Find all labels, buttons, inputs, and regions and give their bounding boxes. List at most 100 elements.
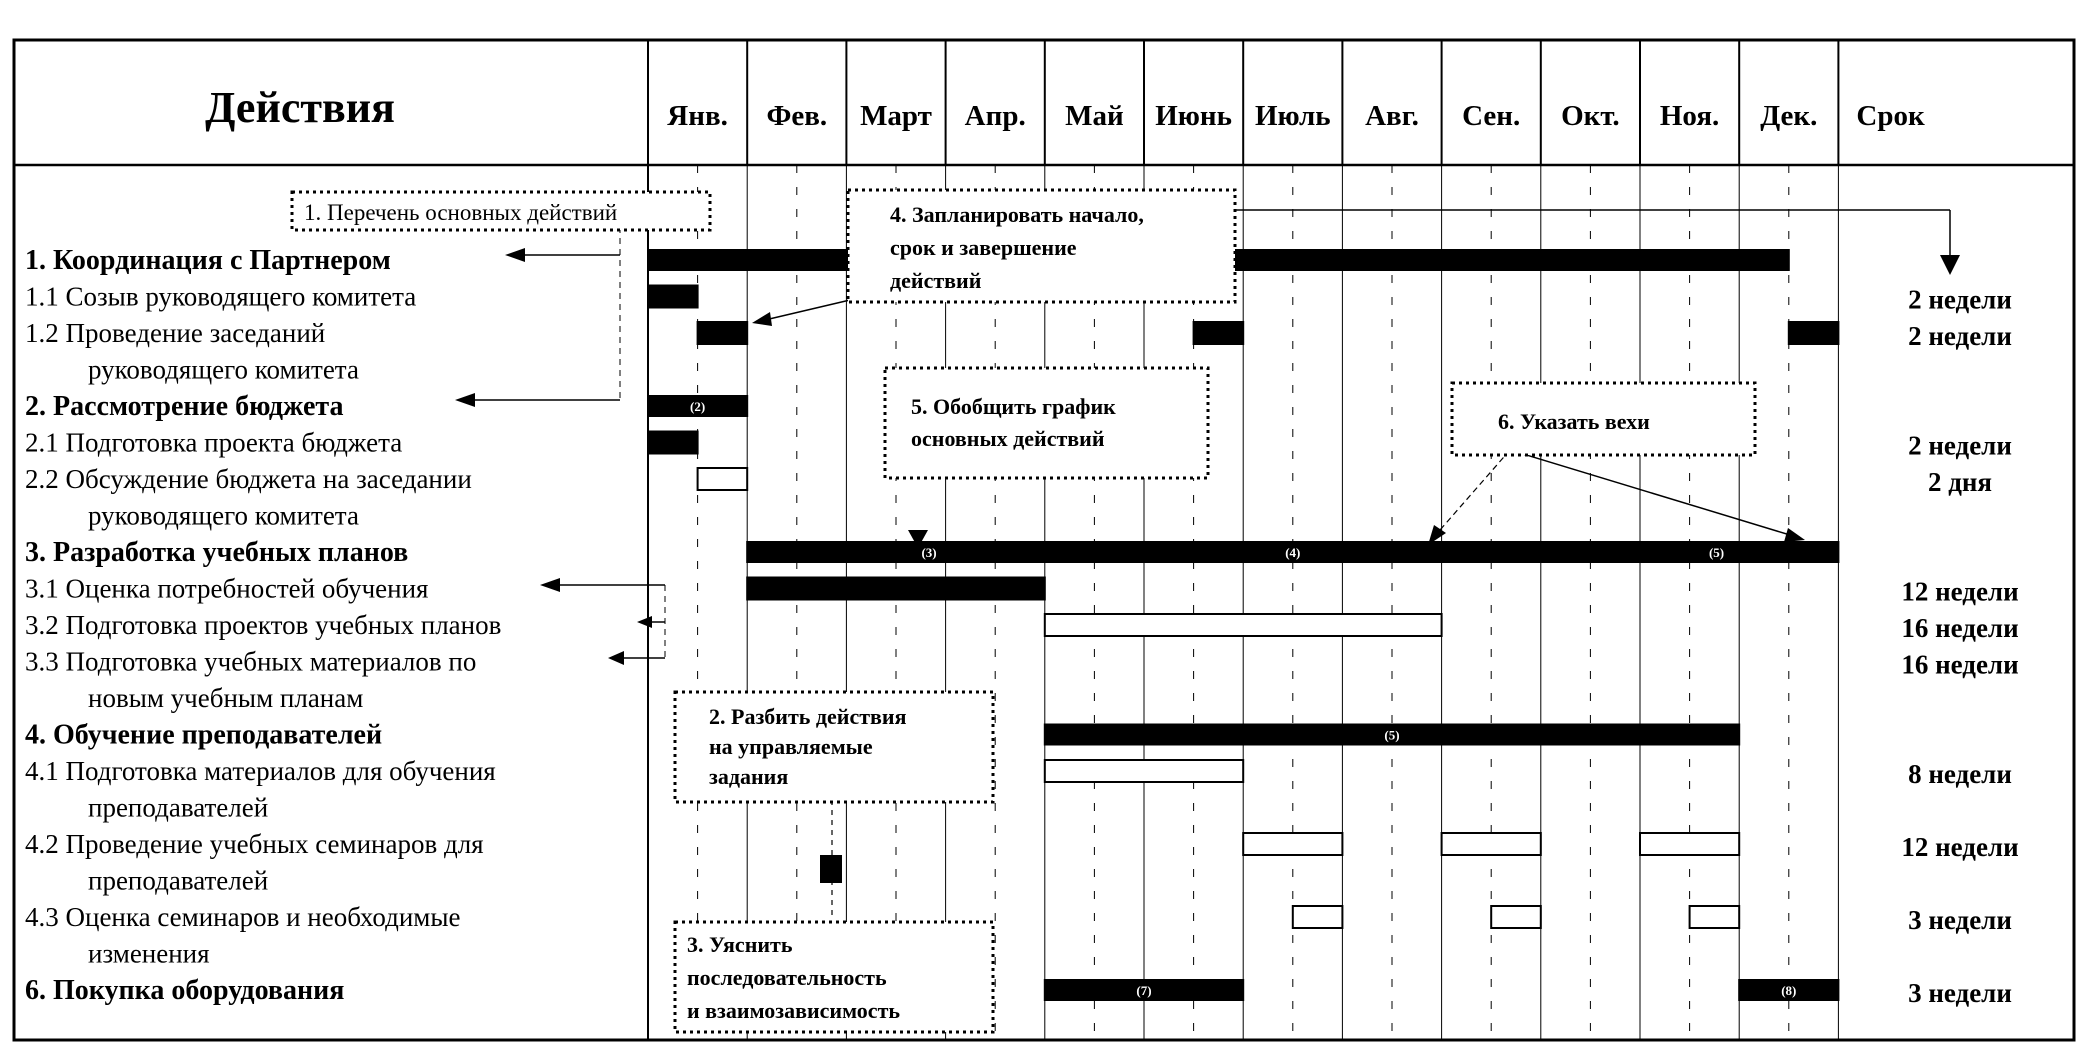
task-label-cont: руководящего комитета xyxy=(88,501,359,531)
summary-bar xyxy=(1043,979,1245,1001)
annotation-connectors xyxy=(455,205,1960,920)
month-grid xyxy=(647,40,1840,1040)
month-header: Март xyxy=(860,100,932,132)
month-header: Янв. xyxy=(667,100,728,132)
annotation-note-4: 4. Запланировать начало, срок и завершени… xyxy=(846,188,1237,304)
month-header: Авг. xyxy=(1365,100,1419,132)
annotation-text: действий xyxy=(890,268,982,293)
annotation-note-1: 1. Перечень основных действий xyxy=(290,190,712,232)
summary-bar xyxy=(1043,723,1741,746)
month-header: Июль xyxy=(1255,100,1331,132)
summary-bar xyxy=(746,541,1840,563)
milestone-label: (7) xyxy=(1136,983,1151,998)
task-duration: 12 недели xyxy=(1901,577,2018,607)
term-header: Срок xyxy=(1856,100,1925,132)
month-header: Дек. xyxy=(1760,100,1817,132)
durations: 2 недели 2 недели 2 недели 2 дня 12 недели 16… xyxy=(1901,285,2018,1009)
task-label: 2.2 Обсуждение бюджета на заседании xyxy=(25,464,472,494)
task-bar-hollow xyxy=(1043,613,1443,637)
month-header: Окт. xyxy=(1561,100,1620,132)
annotation-text: последовательность xyxy=(687,965,887,990)
annotation-box xyxy=(673,690,995,804)
task-duration: 3 недели xyxy=(1908,978,2012,1008)
milestone-label: (2) xyxy=(690,399,705,414)
annotation-text: задания xyxy=(709,764,788,789)
task-label: 3.2 Подготовка проектов учебных планов xyxy=(25,610,501,640)
annotation-text: и взаимозависимость xyxy=(687,998,900,1023)
task-label: 1.1 Созыв руководящего комитета xyxy=(25,282,416,312)
annotation-box xyxy=(846,188,1237,304)
annotation-text: 2. Разбить действия xyxy=(709,704,907,729)
annotations: 1. Перечень основных действий 2. Разбить … xyxy=(290,188,1757,1034)
task-bar xyxy=(696,321,749,345)
task-label: 3. Разработка учебных планов xyxy=(25,537,408,568)
annotation-box xyxy=(883,366,1210,480)
task-bar-hollow xyxy=(1688,905,1741,929)
task-label: 4.1 Подготовка материалов для обучения xyxy=(25,756,496,786)
annotation-text: 5. Обобщить график xyxy=(911,394,1116,419)
task-labels: 1. Координация с Партнером 1.1 Созыв руко… xyxy=(25,245,501,1006)
task-bar xyxy=(647,284,699,309)
month-header: Сен. xyxy=(1462,100,1520,132)
annotation-text: на управляемые xyxy=(709,734,873,759)
task-duration: 2 недели xyxy=(1908,285,2012,315)
task-duration: 2 недели xyxy=(1908,321,2012,351)
task-bar-hollow xyxy=(1043,759,1245,783)
milestone-label: (8) xyxy=(1781,983,1796,998)
task-duration: 16 недели xyxy=(1901,613,2018,643)
task-label-cont: новым учебным планам xyxy=(88,683,363,713)
month-header: Июнь xyxy=(1155,100,1232,132)
task-label: 2. Рассмотрение бюджета xyxy=(25,391,344,422)
month-header: Апр. xyxy=(965,100,1026,132)
annotation-text: 1. Перечень основных действий xyxy=(304,200,617,225)
header-row: Действия Янв. Фев. Март Апр. Май Июнь Июль Авг.… xyxy=(205,83,1925,132)
task-label: 4. Обучение преподавателей xyxy=(25,720,382,751)
task-label: 1. Координация с Партнером xyxy=(25,245,391,276)
month-header: Фев. xyxy=(766,100,827,132)
task-bar xyxy=(1192,321,1245,345)
annotation-text: основных действий xyxy=(911,426,1105,451)
task-duration: 2 недели xyxy=(1908,431,2012,461)
task-bar xyxy=(746,576,1046,601)
month-header: Май xyxy=(1065,100,1124,132)
task-duration: 8 недели xyxy=(1908,759,2012,789)
task-label-cont: изменения xyxy=(88,939,210,969)
task-bar-hollow xyxy=(1639,832,1741,856)
task-bar-hollow xyxy=(1291,905,1344,929)
annotation-box xyxy=(673,920,995,1034)
task-label: 1.2 Проведение заседаний xyxy=(25,318,325,348)
task-duration: 2 дня xyxy=(1928,467,1992,497)
task-label-cont: преподавателей xyxy=(88,793,268,823)
task-label: 3.1 Оценка потребностей обучения xyxy=(25,574,428,604)
task-label-cont: преподавателей xyxy=(88,866,268,896)
task-duration: 3 недели xyxy=(1908,905,2012,935)
milestone-label: (5) xyxy=(1384,728,1399,743)
summary-bar xyxy=(647,395,749,417)
task-label-cont: руководящего комитета xyxy=(88,355,359,385)
annotation-text: 6. Указать вехи xyxy=(1498,409,1650,434)
annotation-text: 4. Запланировать начало, xyxy=(890,202,1144,227)
task-label: 2.1 Подготовка проекта бюджета xyxy=(25,428,402,458)
task-label: 6. Покупка оборудования xyxy=(25,975,344,1006)
annotation-note-3: 3. Уяснить последовательность и взаимозави… xyxy=(673,920,995,1034)
summary-bar xyxy=(1738,979,1840,1001)
task-label: 4.3 Оценка семинаров и необходимые xyxy=(25,902,461,932)
annotation-text: 3. Уяснить xyxy=(687,932,793,957)
header-actions: Действия xyxy=(205,83,395,132)
task-bar-hollow xyxy=(1242,832,1344,856)
annotation-text: срок и завершение xyxy=(890,235,1077,260)
month-header: Ноя. xyxy=(1660,100,1719,132)
annotation-note-5: 5. Обобщить график основных действий xyxy=(883,366,1210,480)
task-label: 4.2 Проведение учебных семинаров для xyxy=(25,829,484,859)
task-label: 3.3 Подготовка учебных материалов по xyxy=(25,647,476,677)
annotation-box xyxy=(290,190,712,232)
milestone-label: (3) xyxy=(921,545,936,560)
task-bar-hollow xyxy=(696,467,749,491)
task-duration: 16 недели xyxy=(1901,650,2018,680)
annotation-box xyxy=(1450,381,1757,457)
milestone-label: (4) xyxy=(1285,545,1300,560)
task-duration: 12 недели xyxy=(1901,832,2018,862)
milestone-label: (5) xyxy=(1709,545,1724,560)
annotation-note-6: 6. Указать вехи xyxy=(1450,381,1757,457)
